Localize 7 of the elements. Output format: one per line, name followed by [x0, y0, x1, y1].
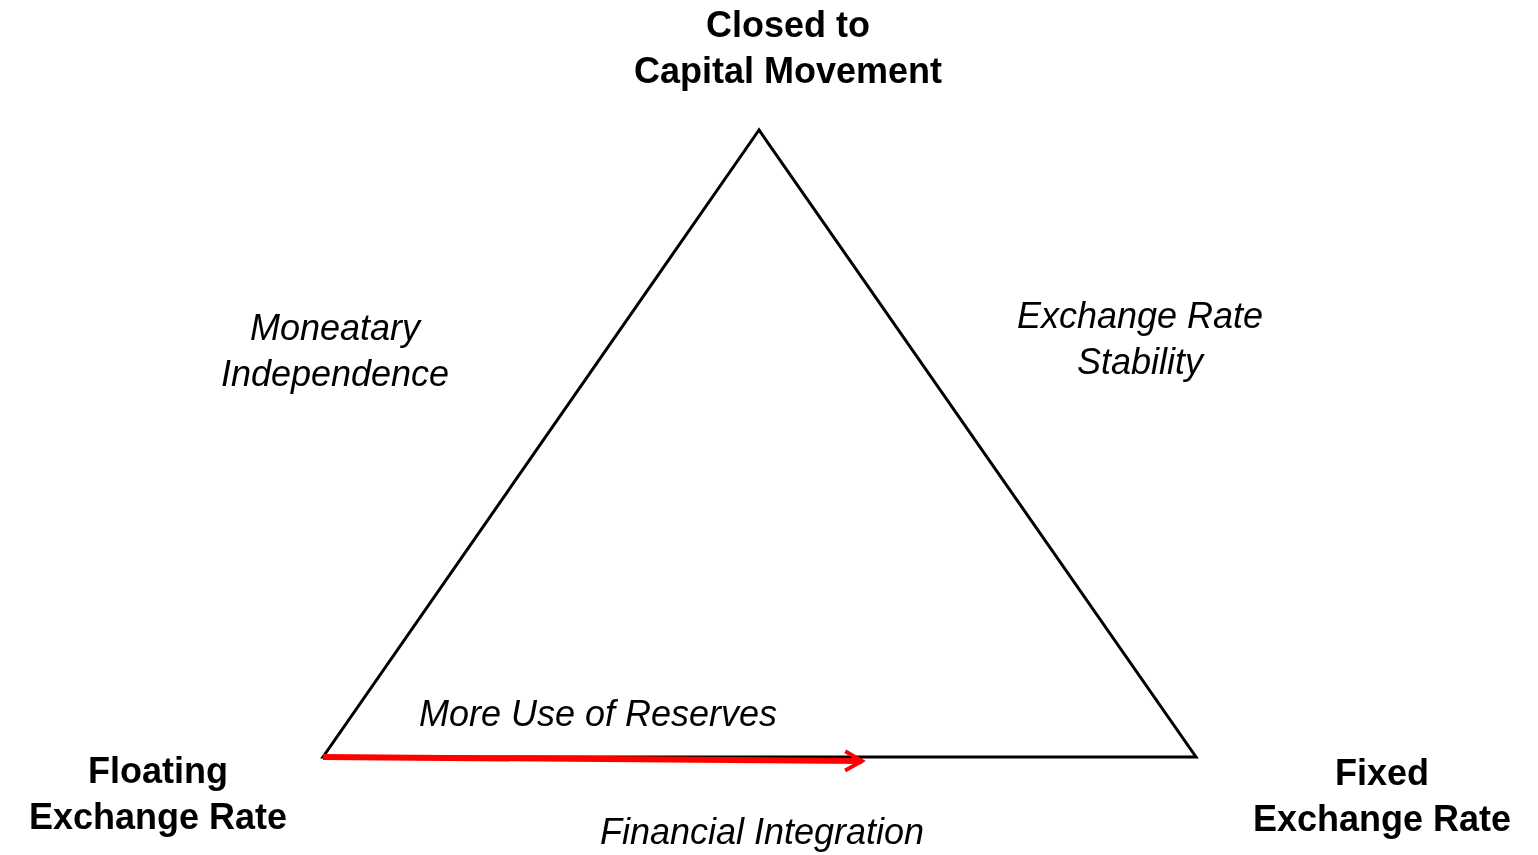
- arrow-label: More Use of Reserves: [418, 692, 778, 736]
- vertex-label: Fixed Exchange Rate: [1252, 751, 1512, 841]
- side-label: Exchange Rate Stability: [1016, 294, 1264, 384]
- vertex-label: Closed to Capital Movement: [633, 3, 943, 93]
- side-label: Moneatary Independence: [220, 306, 450, 396]
- vertex-label: Floating Exchange Rate: [28, 749, 288, 839]
- side-label: Financial Integration: [599, 810, 925, 854]
